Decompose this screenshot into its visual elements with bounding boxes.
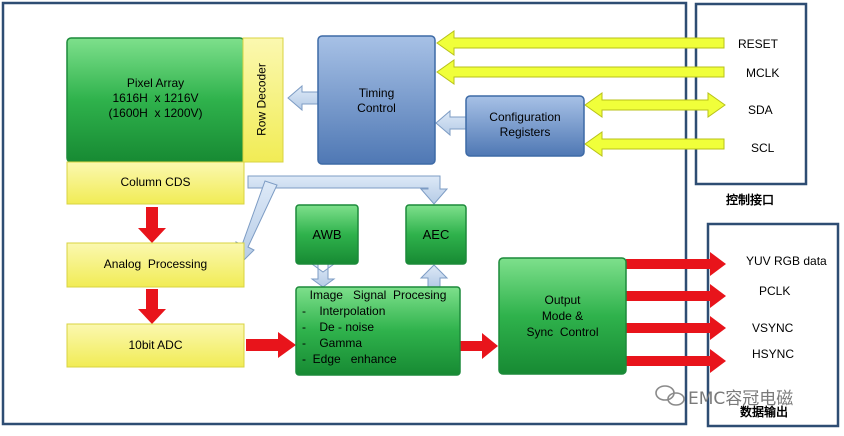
row-decoder-label: Row Decoder — [254, 63, 269, 136]
pin-reset: RESET — [738, 37, 779, 51]
pin-mclk: MCLK — [746, 66, 780, 80]
arrow-scl — [584, 131, 725, 157]
arrow-adc-to-isp — [246, 332, 296, 358]
pin-vsync: VSYNC — [752, 321, 794, 335]
config-registers-label: Configuration Registers — [489, 110, 561, 139]
timing-control-block — [317, 35, 436, 165]
arrow-sda — [584, 92, 726, 118]
arrow-isp-to-aec — [419, 264, 449, 288]
isp-item-interpolation: - Interpolation — [302, 304, 386, 318]
adc-block — [66, 323, 245, 368]
arrow-config-to-timing — [435, 109, 467, 137]
output-mode-block — [498, 257, 627, 375]
aec-label: AEC — [422, 227, 450, 242]
control-interface-title: 控制接口 — [726, 193, 775, 207]
pin-hsync: HSYNC — [752, 347, 795, 361]
isp-item-denoise: - De - noise — [302, 320, 375, 334]
aec-block — [405, 204, 467, 265]
wechat-logo-icon — [655, 385, 685, 406]
control-interface-frame — [694, 2, 808, 186]
pin-pclk: PCLK — [759, 284, 791, 298]
arrow-mclk — [436, 59, 725, 85]
arrow-reset — [436, 30, 725, 56]
arrow-awb-isp — [310, 263, 336, 288]
arrow-timing-to-rowdecoder — [287, 84, 319, 112]
output-mode-label: Output Mode & Sync Control — [526, 293, 599, 339]
arrow-vsync — [626, 316, 726, 340]
isp-item-edge-enhance: - Edge enhance — [302, 352, 397, 366]
awb-label: AWB — [312, 227, 342, 242]
data-output-title: 数据输出 — [740, 405, 789, 419]
column-cds-label: Column CDS — [120, 175, 191, 189]
config-registers-block — [465, 95, 585, 157]
arrow-cds-to-analog — [138, 207, 166, 243]
pixel-array-label: Pixel Array 1616H x 1216V (1600H x 1200V… — [108, 76, 203, 120]
arrow-hsync — [626, 349, 726, 373]
watermark-text: EMC容冠电磁 — [688, 389, 794, 409]
adc-label: 10bit ADC — [128, 338, 183, 352]
chip-frame — [1, 1, 688, 426]
arrow-yuv-data — [626, 252, 726, 276]
arrow-analog-to-adc — [138, 289, 166, 324]
column-cds-block — [66, 161, 245, 205]
pin-scl: SCL — [751, 141, 775, 155]
arrow-isp-to-output — [460, 333, 498, 359]
isp-block — [295, 286, 461, 376]
analog-processing-label: Analog Processing — [103, 257, 208, 271]
analog-processing-block — [66, 242, 245, 288]
arrow-bus-to-aec — [247, 175, 449, 205]
isp-item-gamma: - Gamma — [302, 336, 363, 350]
awb-block — [295, 204, 359, 265]
arrow-pclk — [626, 284, 726, 308]
row-decoder-block — [242, 37, 284, 163]
pin-sda: SDA — [748, 103, 773, 117]
isp-title: Image Signal Procesing — [309, 288, 447, 302]
pin-yuv-rgb-data: YUV RGB data — [746, 254, 827, 268]
timing-control-label: Timing Control — [357, 86, 396, 115]
